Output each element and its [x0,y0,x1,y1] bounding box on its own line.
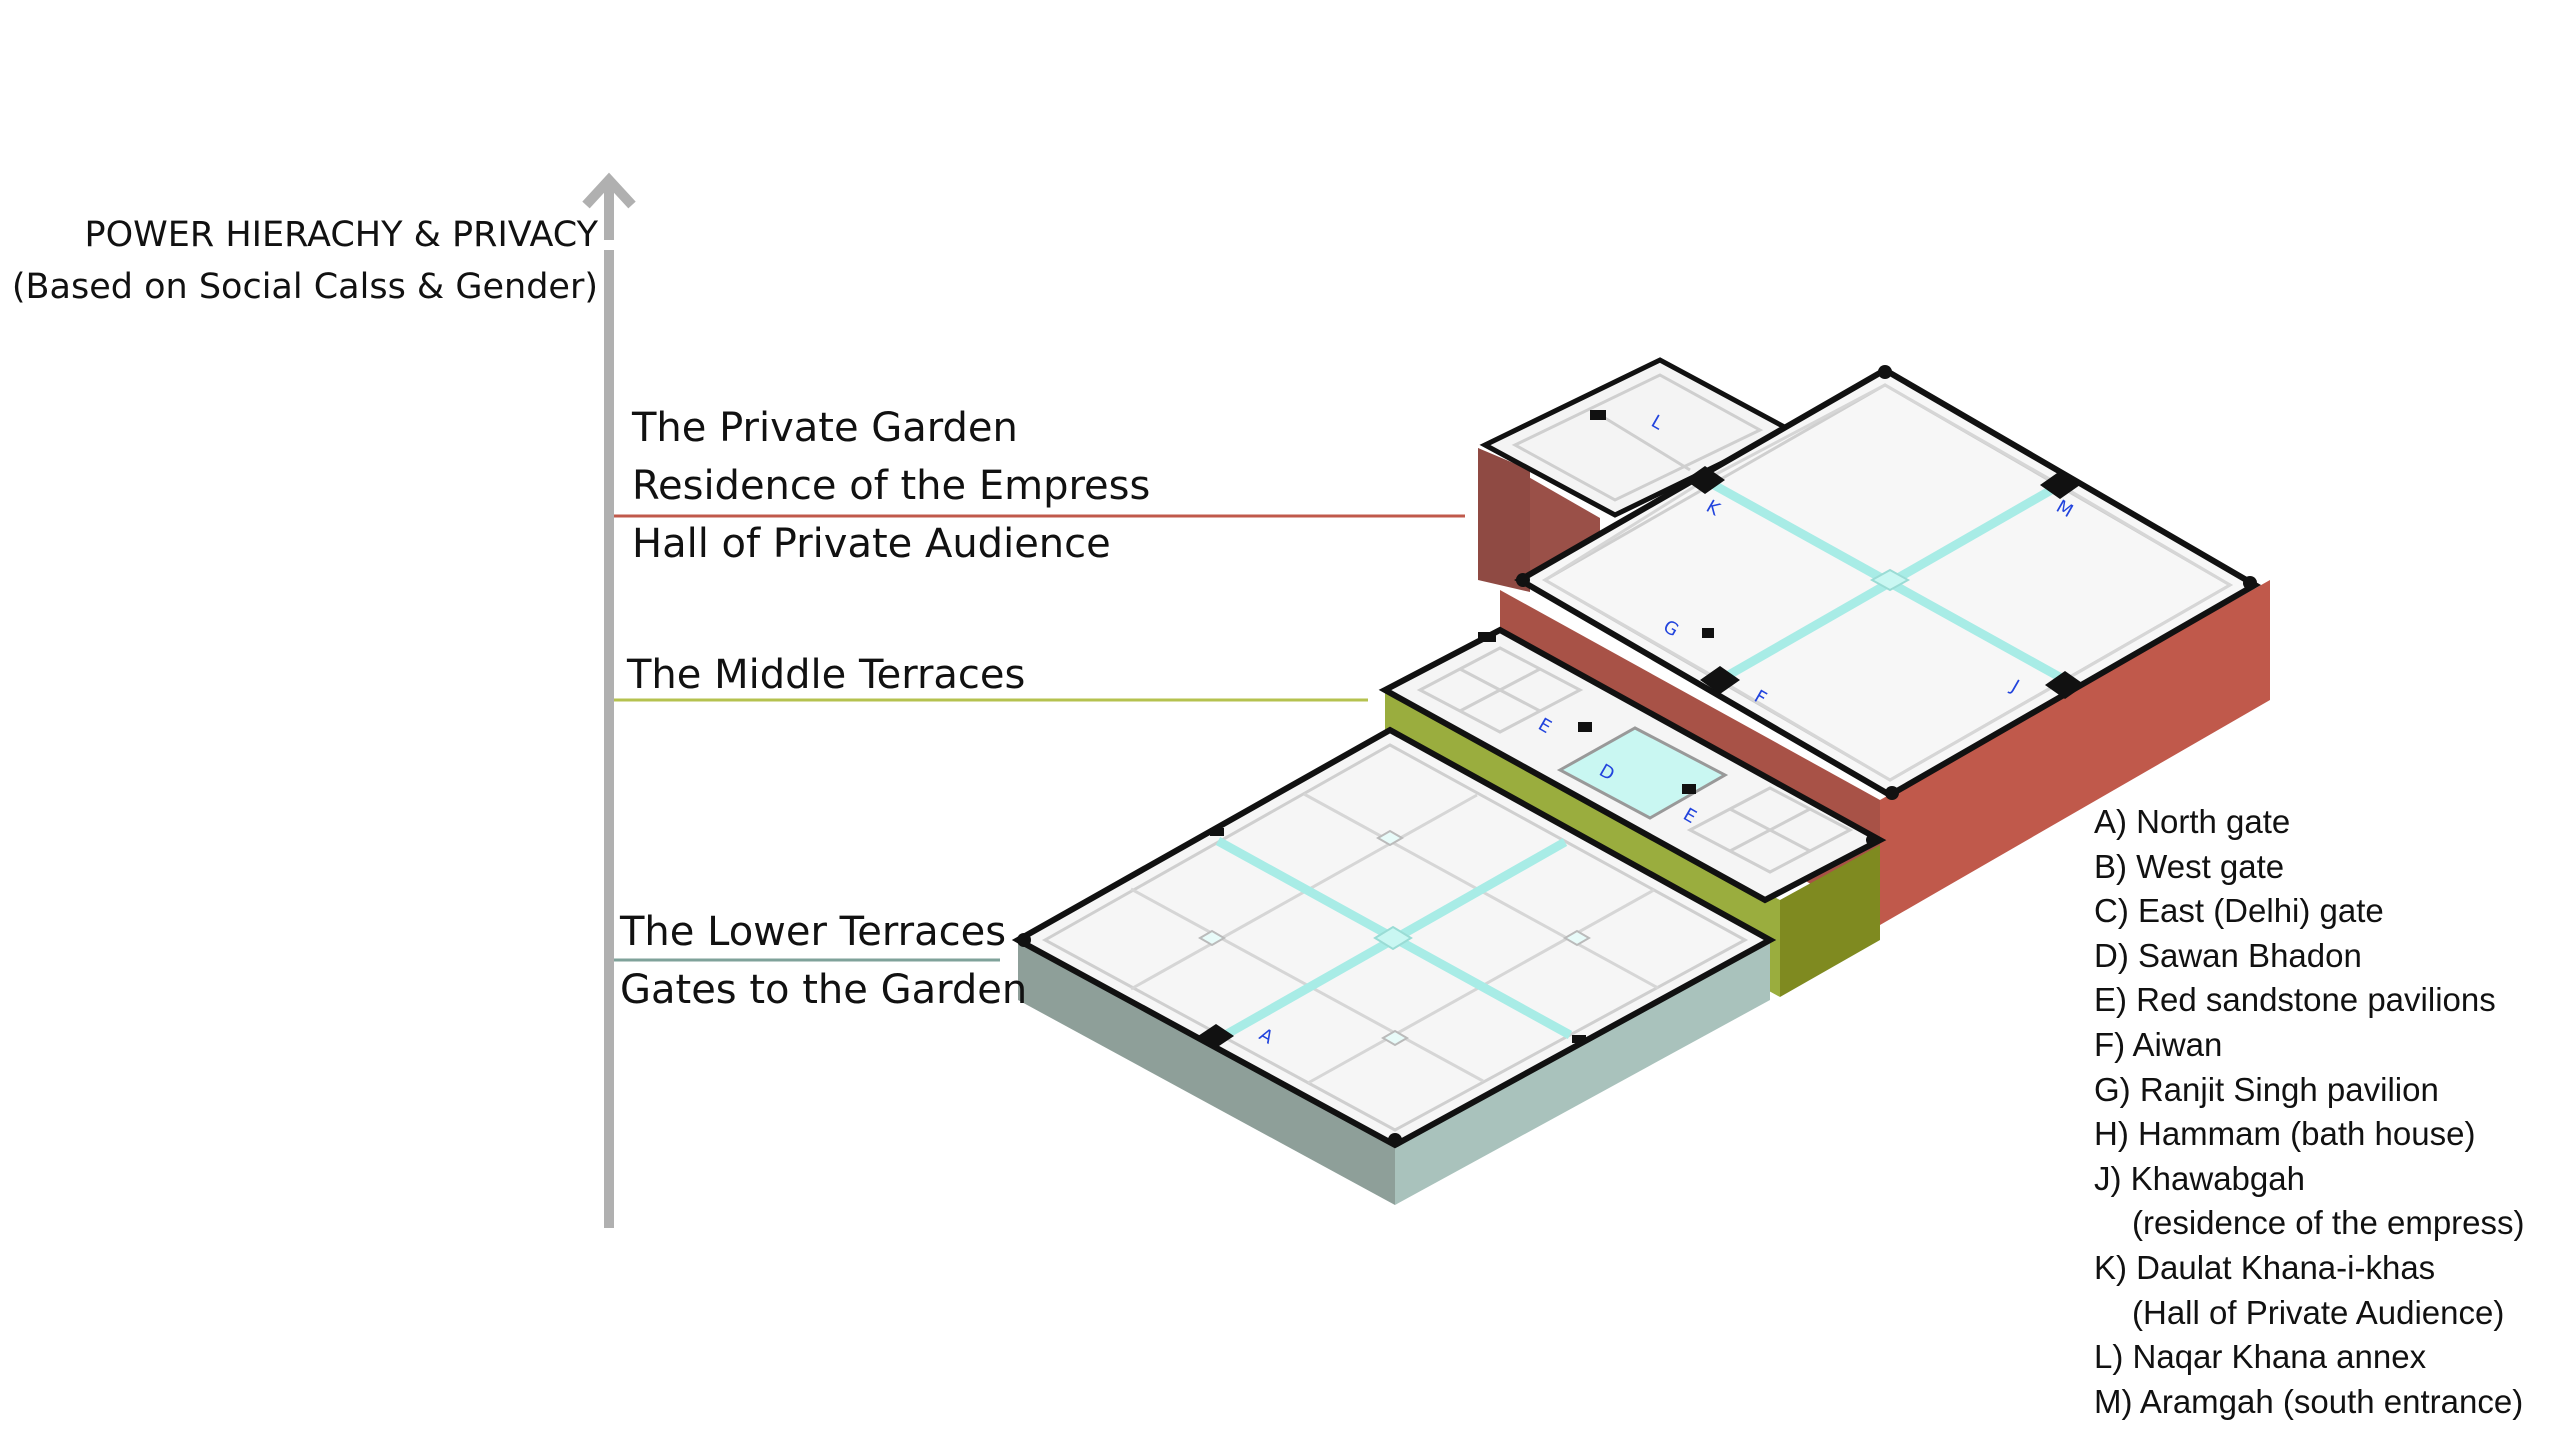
legend-item-l: L) Naqar Khana annex [2094,1338,2427,1376]
legend-item-b: B) West gate [2094,847,2285,885]
legend-item-c: C) East (Delhi) gate [2094,892,2384,930]
legend-item-d: D) Sawan Bhadon [2094,936,2362,974]
tier-lower-label-1: The Lower Terraces [620,909,1007,955]
tier-upper-label-1: The Private Garden [632,405,1018,451]
axis-arrow-head [582,172,636,209]
legend-item-m: M) Aramgah (south entrance) [2094,1382,2524,1420]
tier-upper-label-3: Hall of Private Audience [632,521,1111,567]
middle-wall-side [1780,845,1880,997]
legend: A) North gate B) West gate C) East (Delh… [2094,800,2525,1424]
legend-item-k-note: (Hall of Private Audience) [2132,1293,2505,1331]
upper-wall-left [1478,448,1530,592]
legend-item-f: F) Aiwan [2094,1025,2223,1063]
legend-item-a: A) North gate [2094,803,2291,840]
lower-wall-front-right [1395,940,1770,1205]
legend-item-k: K) Daulat Khana-i-khas [2094,1248,2436,1286]
legend-item-j: J) Khawabgah [2094,1159,2305,1197]
axis-title-line1: POWER HIERACHY & PRIVACY [84,215,598,255]
lower-wall-front-left [1018,940,1395,1205]
axis-title-line2: (Based on Social Calss & Gender) [11,267,598,307]
legend-item-j-note: (residence of the empress) [2132,1204,2525,1242]
legend-item-g: G) Ranjit Singh pavilion [2094,1070,2439,1108]
legend-item-h: H) Hammam (bath house) [2094,1115,2476,1153]
tier-middle-label: The Middle Terraces [627,652,1026,698]
legend-item-e: E) Red sandstone pavilions [2094,981,2496,1019]
hierarchy-axis [582,172,636,1228]
lower-terrace: A [1011,726,1777,1205]
tier-upper-label-2: Residence of the Empress [632,463,1151,509]
sawan-bhadon-tank [1556,726,1729,820]
upper-wall-front-right [1880,580,2270,925]
tier-lower-label-2: Gates to the Garden [620,967,1028,1013]
